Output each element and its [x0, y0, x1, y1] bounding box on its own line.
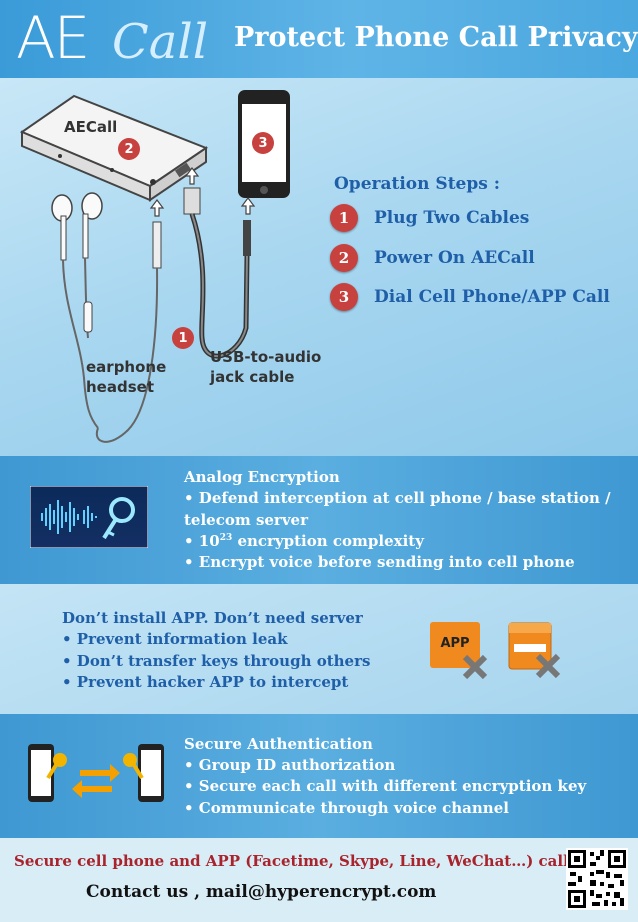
footer-tagline: Secure cell phone and APP (Facetime, Sky… [14, 852, 569, 870]
step-number: 1 [330, 204, 358, 232]
no-app-item: • Prevent information leak [62, 630, 288, 648]
no-app-item: • Prevent hacker APP to intercept [62, 673, 349, 691]
auth-item: • Secure each call with different encryp… [184, 777, 587, 795]
analog-item: telecom server [184, 511, 308, 529]
cable-label-line2: jack cable [210, 368, 295, 386]
earphone-label-line2: headset [86, 378, 154, 396]
no-app-item: • Don’t transfer keys through others [62, 652, 371, 670]
cross-icon [462, 654, 488, 680]
logo-ae: AE [16, 4, 90, 72]
aecall-box-label: AECall [64, 118, 118, 136]
logo-call: Call [112, 14, 209, 70]
footer [0, 838, 638, 922]
contact-line[interactable]: Contact us , mail@hyperencrypt.com [86, 882, 437, 902]
device-illustration [19, 90, 290, 443]
header-bar [0, 0, 638, 78]
step-label: Plug Two Cables [374, 208, 530, 228]
step-label: Power On AECall [374, 248, 535, 268]
step-badge-phone: 3 [252, 132, 274, 154]
page-title: Protect Phone Call Privacy [234, 22, 638, 53]
step-label: Dial Cell Phone/APP Call [374, 287, 610, 307]
encrypted-wave-key-icon [30, 486, 148, 548]
server-blocked-icon [508, 622, 561, 678]
operation-step: 1 Plug Two Cables [330, 203, 529, 233]
earphone-label-line1: earphone [86, 358, 167, 376]
step-number: 3 [330, 283, 358, 311]
analog-item: • Encrypt voice before sending into cell… [184, 553, 575, 571]
aecall-box-icon [19, 94, 209, 202]
analog-item: • 1023 encryption complexity [184, 532, 424, 550]
step-badge-cable: 1 [172, 327, 194, 349]
analog-title: Analog Encryption [184, 468, 340, 486]
auth-item: • Group ID authorization [184, 756, 396, 774]
operation-step: 3 Dial Cell Phone/APP Call [330, 282, 610, 312]
auth-item: • Communicate through voice channel [184, 799, 509, 817]
earphones-icon [51, 192, 159, 443]
operation-step: 2 Power On AECall [330, 243, 535, 273]
qr-code-icon [566, 848, 628, 910]
analog-item: • Defend interception at cell phone / ba… [184, 489, 611, 507]
no-app-title: Don’t install APP. Don’t need server [62, 609, 363, 627]
step-number: 2 [330, 244, 358, 272]
step-badge-box: 2 [118, 138, 140, 160]
auth-title: Secure Authentication [184, 735, 373, 753]
cable-label-line1: USB-to-audio [210, 348, 322, 366]
key-exchange-icon [28, 744, 164, 802]
operation-steps-heading: Operation Steps : [334, 174, 501, 194]
